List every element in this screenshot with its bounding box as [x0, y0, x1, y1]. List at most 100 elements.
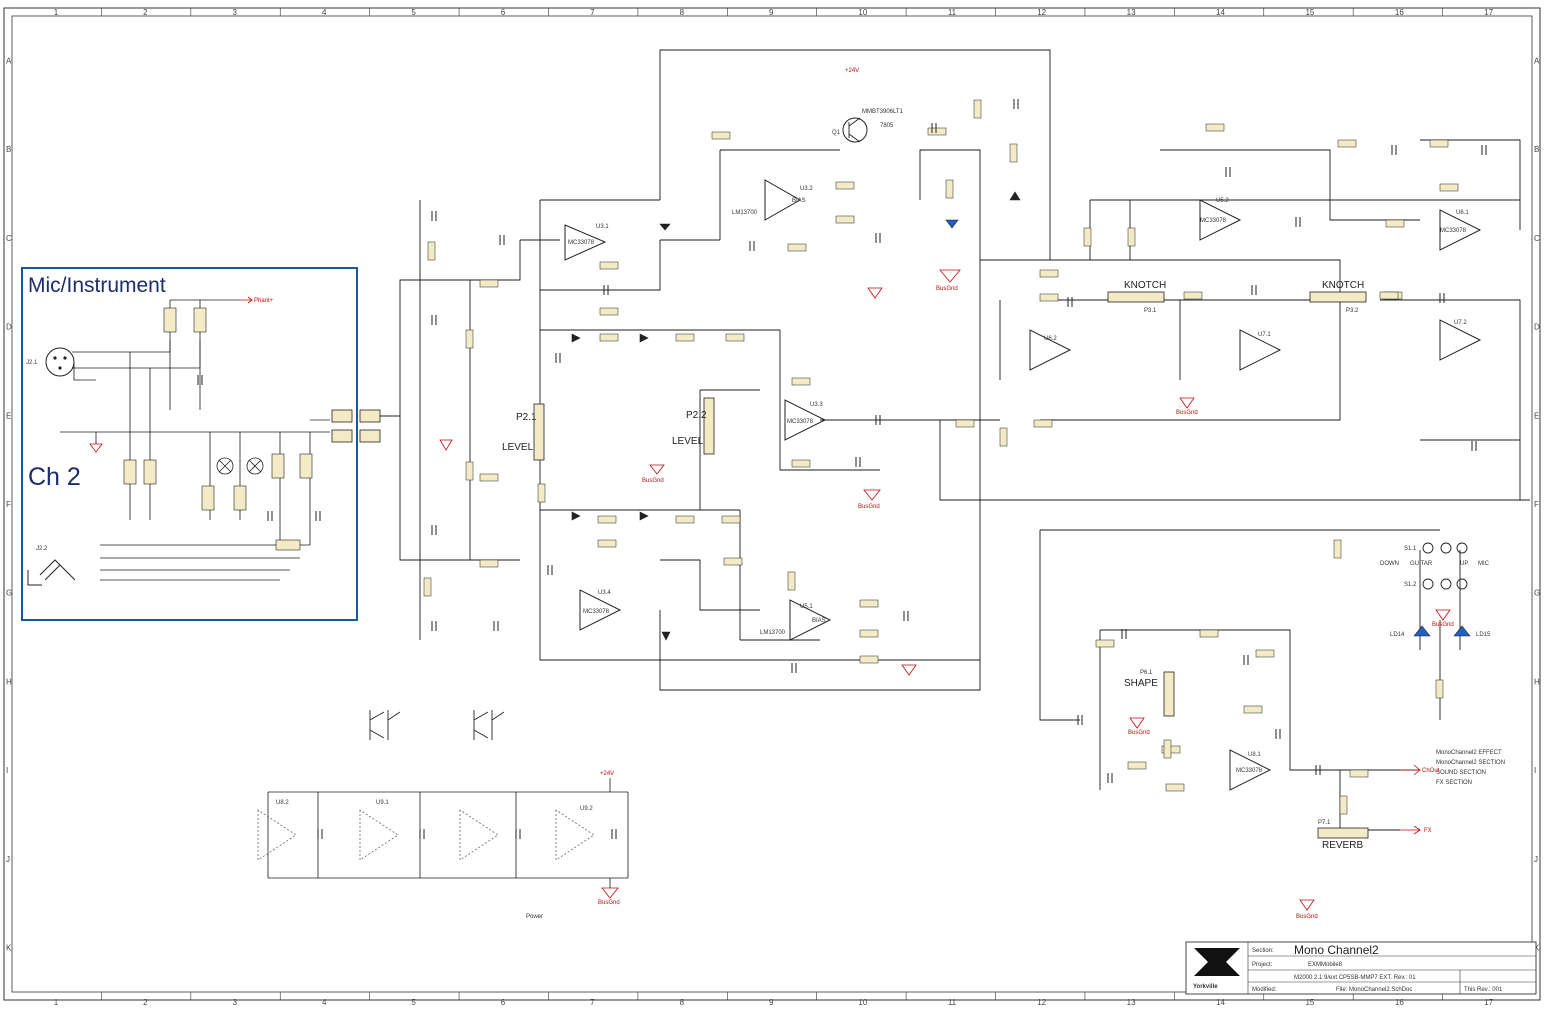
xlr-pin-icon	[58, 366, 62, 370]
resistor	[1165, 783, 1185, 792]
mic-section-components	[123, 307, 313, 551]
resistor	[1183, 291, 1203, 300]
resistor	[599, 333, 619, 342]
title-row4-mid: File: MonoChannel2.SchDoc	[1336, 987, 1412, 993]
unit-label: U8.2	[276, 800, 289, 806]
resistor	[1033, 419, 1053, 428]
frame-row-label: E	[1534, 411, 1539, 420]
yorkville-logo-icon	[1194, 948, 1240, 976]
capacitor	[419, 829, 425, 839]
capacitor	[611, 829, 617, 839]
mic-instrument-section-box	[21, 267, 358, 621]
power-section-wiring	[267, 778, 629, 888]
frame-column-label: 9	[769, 8, 774, 17]
bias-2-label: BIAS	[812, 618, 826, 624]
resistor	[1199, 629, 1219, 638]
frame-column-label: 9	[769, 998, 774, 1007]
capacitor	[1243, 655, 1249, 665]
outer-frame	[3, 7, 1541, 1001]
trs-jack-icon	[27, 559, 76, 586]
resistor	[465, 461, 474, 481]
opamp-part-label-5: MC33078	[1440, 228, 1467, 234]
capacitor	[493, 621, 499, 631]
capacitor	[431, 525, 437, 535]
frame-row-label: K	[1534, 944, 1540, 953]
frame-column-label: 1	[54, 8, 59, 17]
power-plus-net: +24V	[600, 771, 614, 777]
capacitor	[903, 611, 909, 621]
resistor	[1039, 293, 1059, 302]
resistor	[465, 329, 474, 349]
frame-row-label: D	[6, 323, 12, 332]
transistor-q1-icon	[842, 117, 868, 143]
bus-gnd-label-7: BusGnd	[1296, 914, 1318, 920]
capacitor	[791, 663, 797, 673]
opamp-part-label-4: MC33078	[1200, 218, 1227, 224]
plus-v-net-top: +24V	[845, 68, 859, 74]
switch-symbols	[1422, 542, 1468, 590]
unit-label: U6.1	[1456, 210, 1469, 216]
capacitor	[431, 315, 437, 325]
unit-label: U9.2	[580, 806, 593, 812]
trs-jack-label: J2.2	[36, 546, 48, 552]
opamp-part-label-6: MC33078	[1236, 768, 1263, 774]
resistor	[859, 599, 879, 608]
resistor	[479, 559, 499, 568]
project-label: Project:	[1252, 962, 1273, 968]
resistor	[599, 261, 619, 270]
resistor	[955, 419, 975, 428]
resistor	[1429, 139, 1449, 148]
capacitor	[855, 457, 861, 467]
resistor	[945, 179, 954, 199]
level-1-label: LEVEL	[502, 442, 534, 453]
frame-row-label: G	[1534, 589, 1540, 598]
capacitor	[1471, 441, 1477, 451]
resistor	[787, 571, 796, 591]
transistor-q1-leads	[848, 117, 861, 143]
frame-column-label: 6	[501, 8, 506, 17]
brand-name: Yorkville	[1193, 984, 1218, 990]
unit-label: U7.2	[1454, 320, 1467, 326]
switch-up-label: UP	[1460, 561, 1468, 567]
capacitor	[603, 285, 609, 295]
resistor	[1039, 269, 1059, 278]
resistor	[1255, 649, 1275, 658]
frame-column-label: 8	[680, 998, 685, 1007]
capacitor	[1295, 217, 1301, 227]
frame-row-label: J	[1534, 855, 1538, 864]
frame-row-label: H	[1534, 677, 1540, 686]
frame-column-label: 15	[1305, 8, 1314, 17]
fx-net-label: FX	[1424, 828, 1432, 834]
xlr-pin-icon	[53, 356, 57, 360]
resistor	[1083, 227, 1092, 247]
frame-column-label: 17	[1484, 998, 1493, 1007]
resistor	[1163, 739, 1172, 759]
resistor	[791, 377, 811, 386]
capacitor	[1225, 167, 1231, 177]
resistor	[927, 127, 947, 136]
frame-column-label: 14	[1216, 8, 1225, 17]
resistor	[723, 557, 743, 566]
frame-row-label: E	[6, 411, 11, 420]
bus-gnd-label-8: BusGnd	[598, 900, 620, 906]
frame-column-label: 4	[322, 8, 327, 17]
connector-blocks	[331, 409, 381, 443]
frame-row-label: K	[6, 944, 12, 953]
frame-column-label: 14	[1216, 998, 1225, 1007]
capacitor	[499, 235, 505, 245]
frame-row-label: A	[6, 56, 12, 65]
capacitor	[1391, 145, 1397, 155]
reverb-label: REVERB	[1322, 840, 1363, 851]
capacitor	[197, 375, 203, 385]
title-block-grid	[1247, 942, 1536, 994]
title-block	[1185, 941, 1537, 995]
unit-label: U8.1	[1248, 752, 1261, 758]
ota-part-label-1: LM13700	[732, 210, 758, 216]
ground-icon	[89, 443, 103, 453]
switch-mic-label: MIC	[1478, 561, 1490, 567]
project-value: EXMMobile8	[1308, 962, 1343, 968]
opamp-symbols	[564, 179, 1482, 791]
mic-section-wiring	[60, 299, 330, 581]
resistor	[859, 629, 879, 638]
capacitor	[431, 621, 437, 631]
